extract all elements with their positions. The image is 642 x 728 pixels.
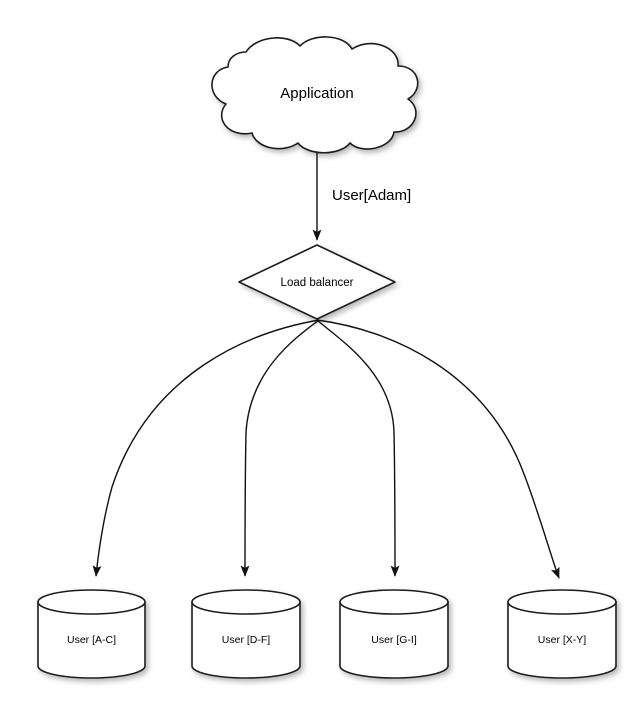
cylinder-top: [191, 589, 301, 615]
cloud-shape: [211, 36, 419, 154]
node-database-4[interactable]: [507, 589, 617, 679]
database-3-label: User [G-I]: [371, 634, 417, 646]
node-database-3[interactable]: [339, 589, 449, 679]
edge-load-balancer-to-db-1: [92, 319, 320, 577]
cylinder-top: [37, 589, 146, 615]
cylinder-body: [339, 601, 449, 679]
node-database-2[interactable]: [191, 589, 301, 679]
edge-load-balancer-to-db-4: [316, 319, 560, 579]
database-1-label: User [A-C]: [67, 634, 116, 646]
diamond-shape: [238, 244, 396, 320]
node-database-1[interactable]: [37, 589, 146, 679]
node-load-balancer[interactable]: [238, 244, 396, 320]
cylinder-body: [507, 601, 617, 679]
application-label: Application: [280, 85, 353, 102]
load-balancer-label: Load balancer: [281, 277, 354, 289]
edge-load-balancer-to-db-3: [316, 319, 400, 577]
database-2-label: User [D-F]: [222, 634, 270, 646]
cylinder-body: [37, 601, 146, 679]
cylinder-top: [507, 589, 617, 615]
database-4-label: User [X-Y]: [538, 634, 587, 646]
cylinder-body: [191, 601, 301, 679]
node-application[interactable]: [211, 36, 419, 154]
edge-label-user-adam: User[Adam]: [332, 187, 411, 204]
edge-load-balancer-to-db-2: [240, 319, 320, 577]
cylinder-top: [339, 589, 449, 615]
